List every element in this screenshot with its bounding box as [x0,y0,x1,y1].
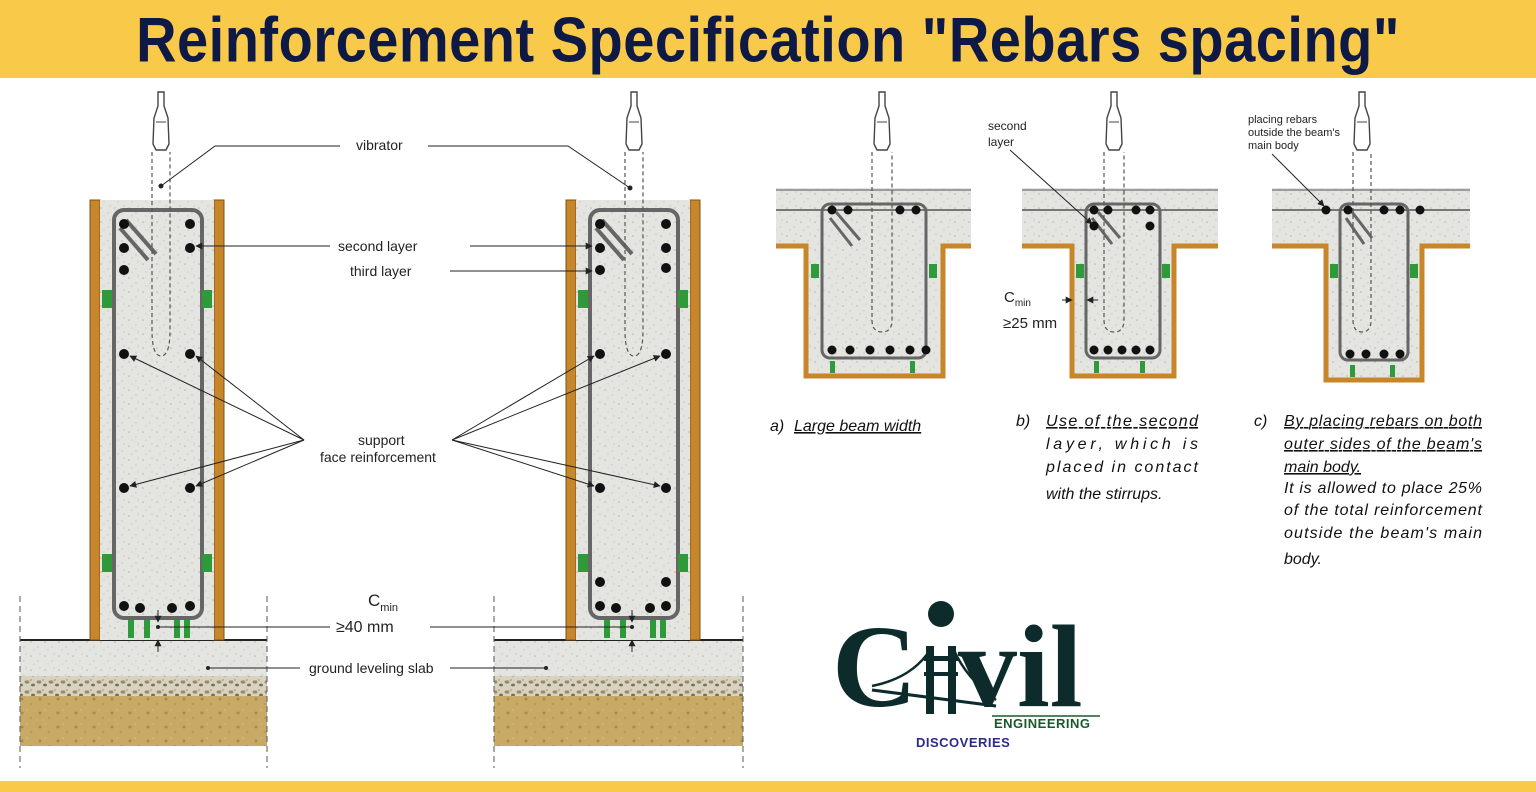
t-beam-b: second layer Cmin ≥25 mm [988,91,1218,379]
label-c-placing-1: placing rebars [1248,114,1318,126]
rebar-dots-middle [595,219,671,613]
soil-layer-left [20,696,267,746]
caption-b-line3: placed in contact [1045,459,1199,476]
logo-letter-c: C [832,601,917,732]
caption-a-text: Large beam width [794,418,921,435]
t-beam-a [776,91,971,379]
label-face-reinforcement: face reinforcement [320,449,436,465]
label-c-placing-2: outside the beam's [1248,127,1340,139]
stirrup-c [1338,202,1410,362]
footer-strip [0,781,1536,792]
caption-c-line6: outside the beam's main [1284,525,1482,542]
caption-b-line4: with the stirrups. [1046,486,1162,503]
spacers-middle [578,290,688,638]
caption-c-line1: By placing rebars on both [1284,413,1482,430]
caption-c-line7: body. [1284,551,1322,568]
caption-a-letter: a) [770,418,784,435]
label-c-placing-3: main body [1248,140,1299,152]
caption-b: b) Use of the second layer, which is pla… [1016,413,1199,503]
label-ground-slab: ground leveling slab [309,660,434,676]
slab-a [776,188,971,248]
beam-section-left [19,91,330,768]
formwork-right-side [213,199,225,641]
bridge-icon [871,601,997,714]
label-cmin-b: Cmin [1004,289,1031,309]
slab-b [1022,188,1218,248]
label-vibrator: vibrator [356,137,403,153]
diagram-canvas: vibrator second layer third layer suppor… [19,91,1483,768]
caption-b-letter: b) [1016,413,1030,430]
caption-c-line4: It is allowed to place 25% [1284,480,1482,497]
soil-layer-middle [494,696,743,746]
label-b-layer: layer [988,135,1014,149]
rebar-dots-left [119,219,195,613]
logo-discoveries: DISCOVERIES [916,735,1010,750]
caption-b-line1: Use of the second [1046,413,1199,430]
label-cmin-left: Cmin [368,591,398,614]
page-title: Reinforcement Specification "Rebars spac… [136,3,1400,75]
label-second-layer: second layer [338,238,418,254]
label-third-layer: third layer [350,263,412,279]
caption-a: a) Large beam width [770,418,921,435]
beam-section-middle [430,91,744,768]
logo-engineering: ENGINEERING [994,716,1091,731]
label-cmin-25: ≥25 mm [1003,315,1057,332]
civil-engineering-logo: C vil ENGINEERING DISCOVERIES [832,601,1100,750]
beam-concrete-middle [576,200,690,640]
stirrup-b [1084,202,1162,360]
caption-b-line2: layer, which is [1046,436,1198,453]
vibrator-middle [624,91,644,357]
center-annotations: vibrator second layer third layer suppor… [129,137,661,676]
title-banner: Reinforcement Specification "Rebars spac… [0,0,1536,78]
caption-c-line3: main body. [1284,459,1361,476]
formwork-right-side-middle [689,199,701,641]
label-b-second: second [988,119,1027,133]
label-cmin-40: ≥40 mm [336,619,394,636]
vibrator-left [151,91,171,357]
caption-c-line2: outer sides of the beam's [1284,436,1482,453]
label-support: support [358,432,405,448]
spacers-left [102,290,212,638]
formwork-left-side [89,199,101,641]
logo-letters-vil: vil [958,601,1083,732]
gravel-layer-left [20,676,267,698]
formwork-left-side-middle [565,199,577,641]
web-a [806,246,943,376]
t-beam-c: placing rebars outside the beam's main b… [1248,91,1470,383]
caption-c-line5: of the total reinforcement [1284,502,1483,519]
stirrup-a [820,202,928,360]
beam-concrete-left [100,200,214,640]
caption-c: c) By placing rebars on both outer sides… [1254,413,1483,568]
caption-c-letter: c) [1254,413,1267,430]
gravel-layer-middle [494,676,743,698]
